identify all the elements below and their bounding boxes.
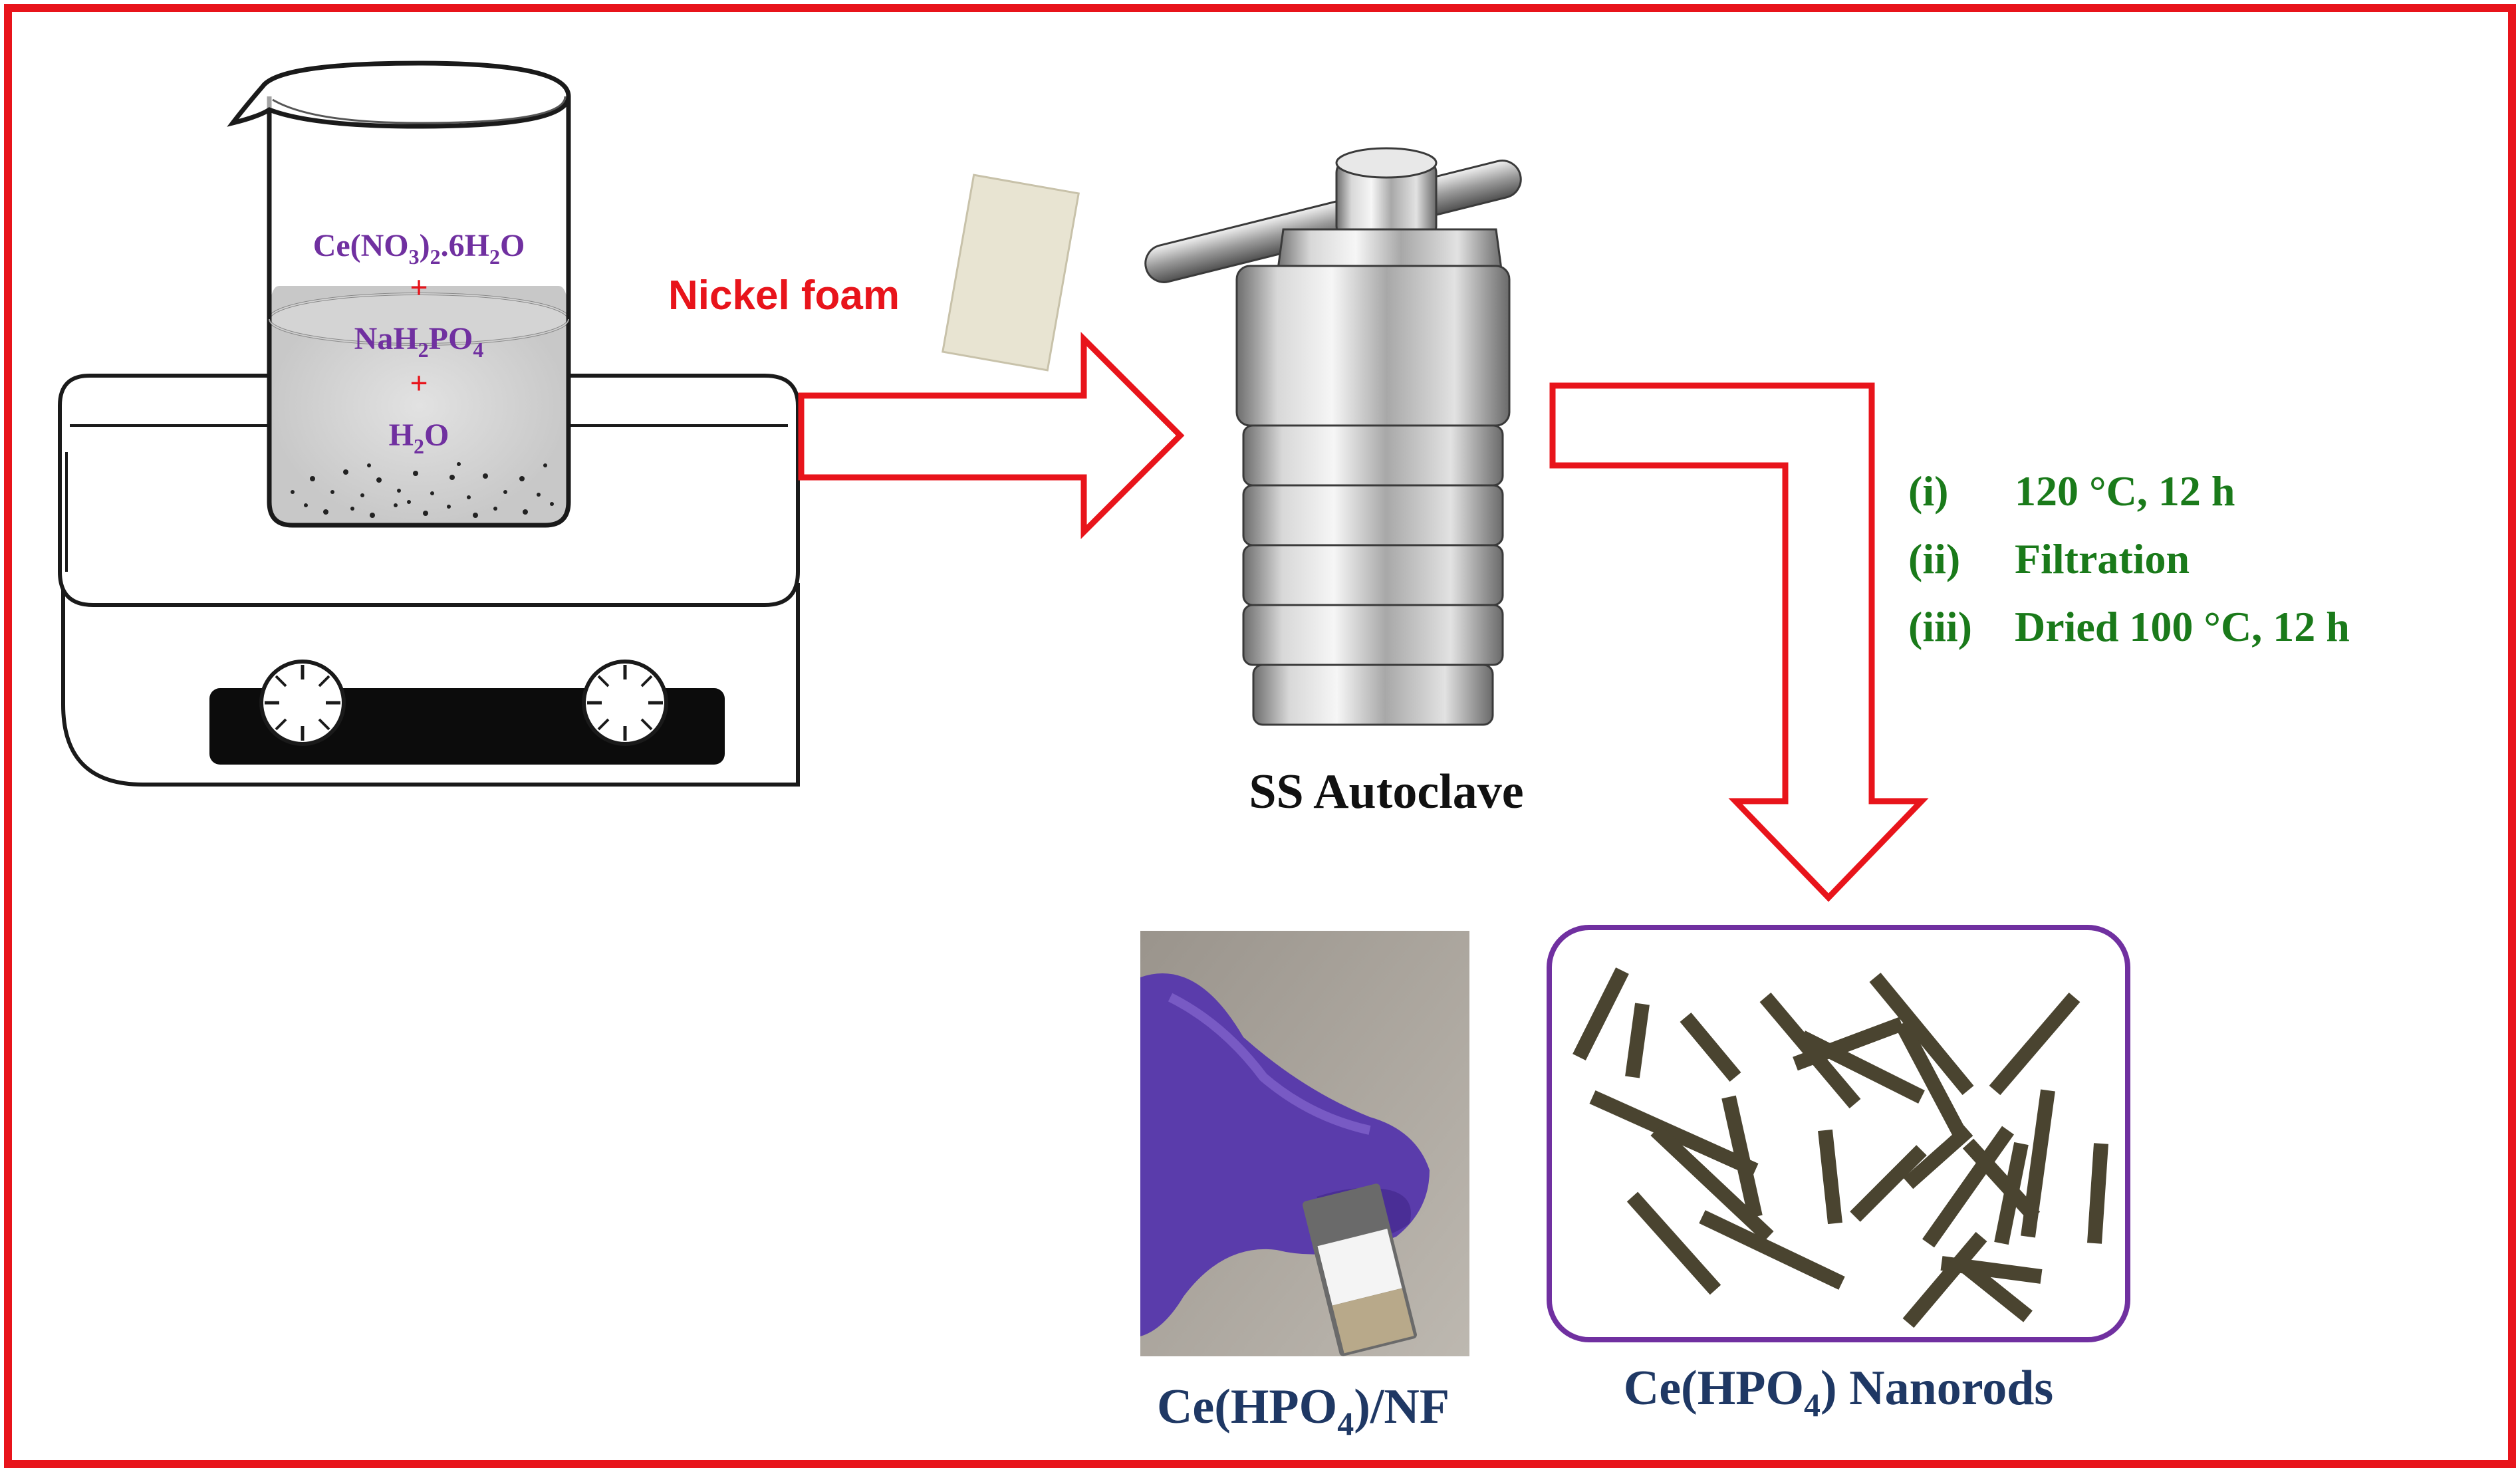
step-2-number: (ii) [1908, 535, 1960, 582]
step-1-number: (i) [1908, 467, 1948, 515]
beaker [227, 61, 571, 528]
knob-left-icon [259, 660, 346, 746]
nanorod [1626, 1191, 1721, 1295]
autoclave-label: SS Autoclave [1249, 765, 1523, 819]
step-2-text: Filtration [2015, 535, 2190, 582]
nanorod [1957, 1257, 2033, 1322]
nanorod [1793, 1017, 1904, 1071]
nanorod [1721, 1095, 1763, 1219]
reagent-cerium-nitrate: Ce(NO3)2.6H2O [313, 228, 525, 269]
plus-sign-2: + [410, 366, 428, 401]
nanorod [1895, 1020, 1968, 1141]
nanorod [1994, 1142, 2029, 1245]
nanorod [1902, 1231, 1987, 1328]
nanorods [1573, 967, 2108, 1328]
nanorod [1573, 967, 1629, 1060]
nanorod [1589, 1090, 1759, 1177]
nanorod [1650, 1124, 1774, 1243]
product-photo-label: Ce(HPO4)/NF [1157, 1380, 1449, 1442]
plus-sign-1: + [410, 270, 428, 305]
autoclave [1144, 147, 1522, 726]
product-photo [1140, 931, 1469, 1356]
nanorod [1680, 1012, 1741, 1082]
nanorod [1962, 1138, 2041, 1222]
sediment-particles [291, 462, 554, 518]
nanorods-label: Ce(HPO4) Nanorods [1624, 1361, 2053, 1423]
nanorod [1699, 1210, 1845, 1290]
nickel-foam-label: Nickel foam [668, 273, 900, 318]
nanorod [1869, 973, 1974, 1095]
nanorod [1903, 1124, 1973, 1189]
nanorod [2021, 1089, 2055, 1238]
step-1-text: 120 °C, 12 h [2015, 467, 2235, 515]
step-3-number: (iii) [1908, 603, 1972, 650]
elbow-arrow-down [1549, 382, 1929, 902]
reagent-sodium-phosphate: NaH2PO4 [354, 321, 484, 362]
process-steps: (i) 120 °C, 12 h (ii) Filtration (iii) D… [1908, 467, 2350, 650]
nanorod [1850, 1145, 1927, 1222]
nanorod [1799, 1031, 1925, 1104]
reagent-water: H2O [389, 418, 449, 458]
nanorod [1625, 1003, 1650, 1078]
nanorod [1818, 1129, 1842, 1225]
knob-right-icon [582, 660, 668, 746]
arrow-to-autoclave [798, 332, 1185, 539]
nanorod [1989, 992, 2080, 1096]
nanorod [2087, 1143, 2108, 1244]
nickel-foam-piece [942, 174, 1080, 372]
step-3-text: Dried 100 °C, 12 h [2015, 603, 2350, 650]
outer-frame [4, 4, 2516, 1468]
nanorod [1922, 1126, 2014, 1248]
